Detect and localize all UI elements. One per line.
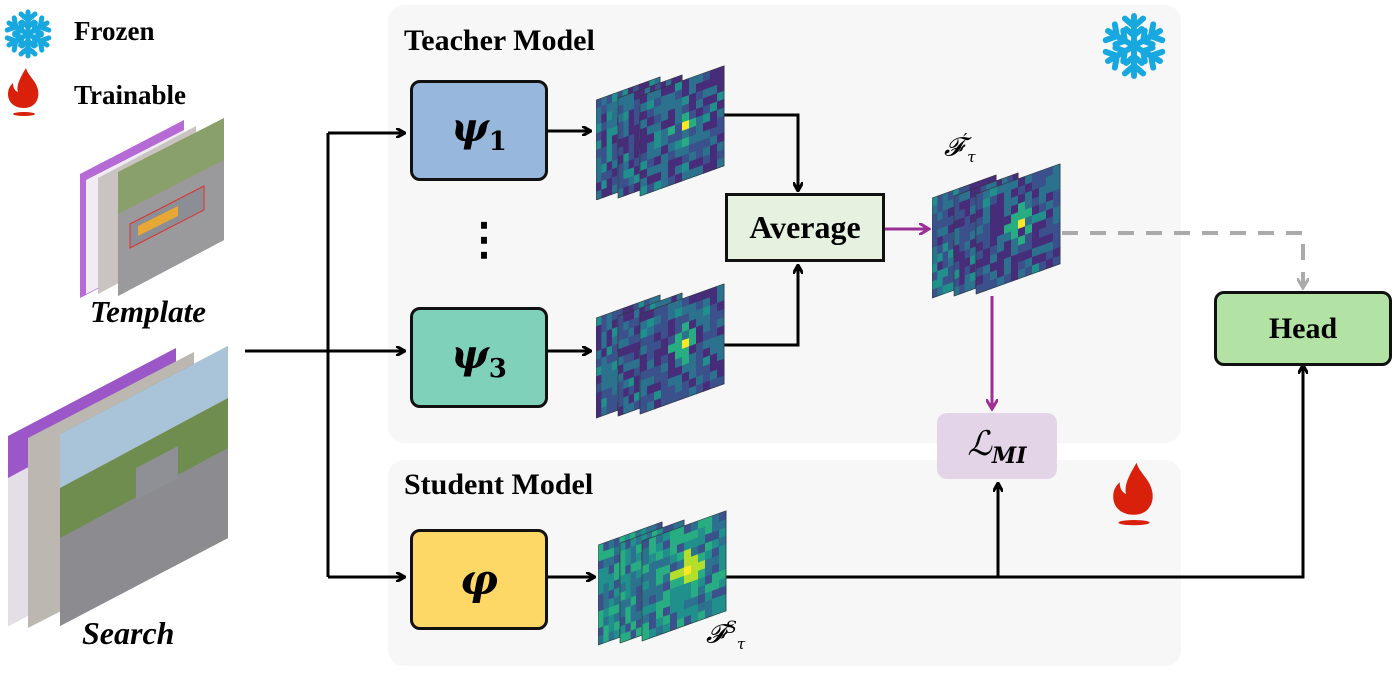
legend-frozen-label: Frozen	[74, 16, 155, 46]
student-feature-line	[722, 366, 1303, 579]
head-label: Head	[1268, 311, 1338, 345]
teacher-frozen-snowflake-icon	[1100, 12, 1168, 82]
psi3-subscript: 3	[488, 354, 507, 384]
teacher-feature-map-3	[596, 283, 725, 419]
teacher-model-psi3-box[interactable]: ψ3	[410, 307, 548, 408]
student-model-title: Student Model	[404, 468, 594, 501]
student-model-phi-box[interactable]: φ	[410, 529, 548, 630]
arrow-feat3-average	[722, 266, 798, 347]
search-label: Search	[82, 615, 175, 651]
feature-map-layer	[639, 283, 725, 415]
student-feature-label: 𝓕Sτ	[706, 618, 745, 653]
average-label: Average	[749, 209, 861, 245]
teacher-feature-map-1	[596, 65, 725, 200]
student-feature-map	[598, 510, 727, 646]
teacher-feature-sup: ′	[963, 130, 968, 151]
student-feature-symbol: 𝓕	[706, 619, 726, 650]
loss-symbol: ℒ	[967, 423, 992, 464]
dashed-arrow-to-head	[1062, 231, 1303, 287]
psi1-symbol: ψ	[451, 104, 489, 151]
average-box[interactable]: Average	[725, 193, 885, 262]
student-feature-sub: τ	[736, 634, 746, 653]
search-image-stack	[8, 346, 228, 628]
teacher-model-title: Teacher Model	[404, 24, 595, 57]
teacher-feature-label: 𝓕′τ	[944, 130, 976, 166]
feature-map-layer	[975, 163, 1061, 295]
feature-map-layer	[639, 65, 725, 197]
feature-map-layer	[641, 510, 727, 642]
flame-icon	[8, 68, 39, 116]
head-box[interactable]: Head	[1214, 291, 1392, 366]
legend-trainable-label: Trainable	[74, 80, 187, 110]
teacher-feature-symbol: 𝓕	[944, 132, 964, 163]
psi3-symbol: ψ	[451, 331, 489, 378]
mi-loss-box[interactable]: ℒMI	[937, 413, 1057, 479]
arrow-feat1-average	[722, 113, 798, 190]
student-feature-sup: S	[725, 618, 737, 638]
averaged-teacher-feature-map	[932, 163, 1061, 299]
snowflake-icon	[2, 9, 54, 60]
template-image-stack	[80, 118, 224, 298]
template-label: Template	[90, 294, 206, 329]
teacher-feature-sub: τ	[967, 147, 976, 166]
loss-subscript: MI	[991, 442, 1027, 469]
ellipsis-vertical: ⋮	[462, 215, 506, 264]
teacher-model-psi1-box[interactable]: ψ1	[410, 80, 548, 181]
student-trainable-flame-icon	[1113, 462, 1153, 526]
psi1-subscript: 1	[488, 127, 507, 157]
phi-symbol: φ	[459, 555, 498, 604]
